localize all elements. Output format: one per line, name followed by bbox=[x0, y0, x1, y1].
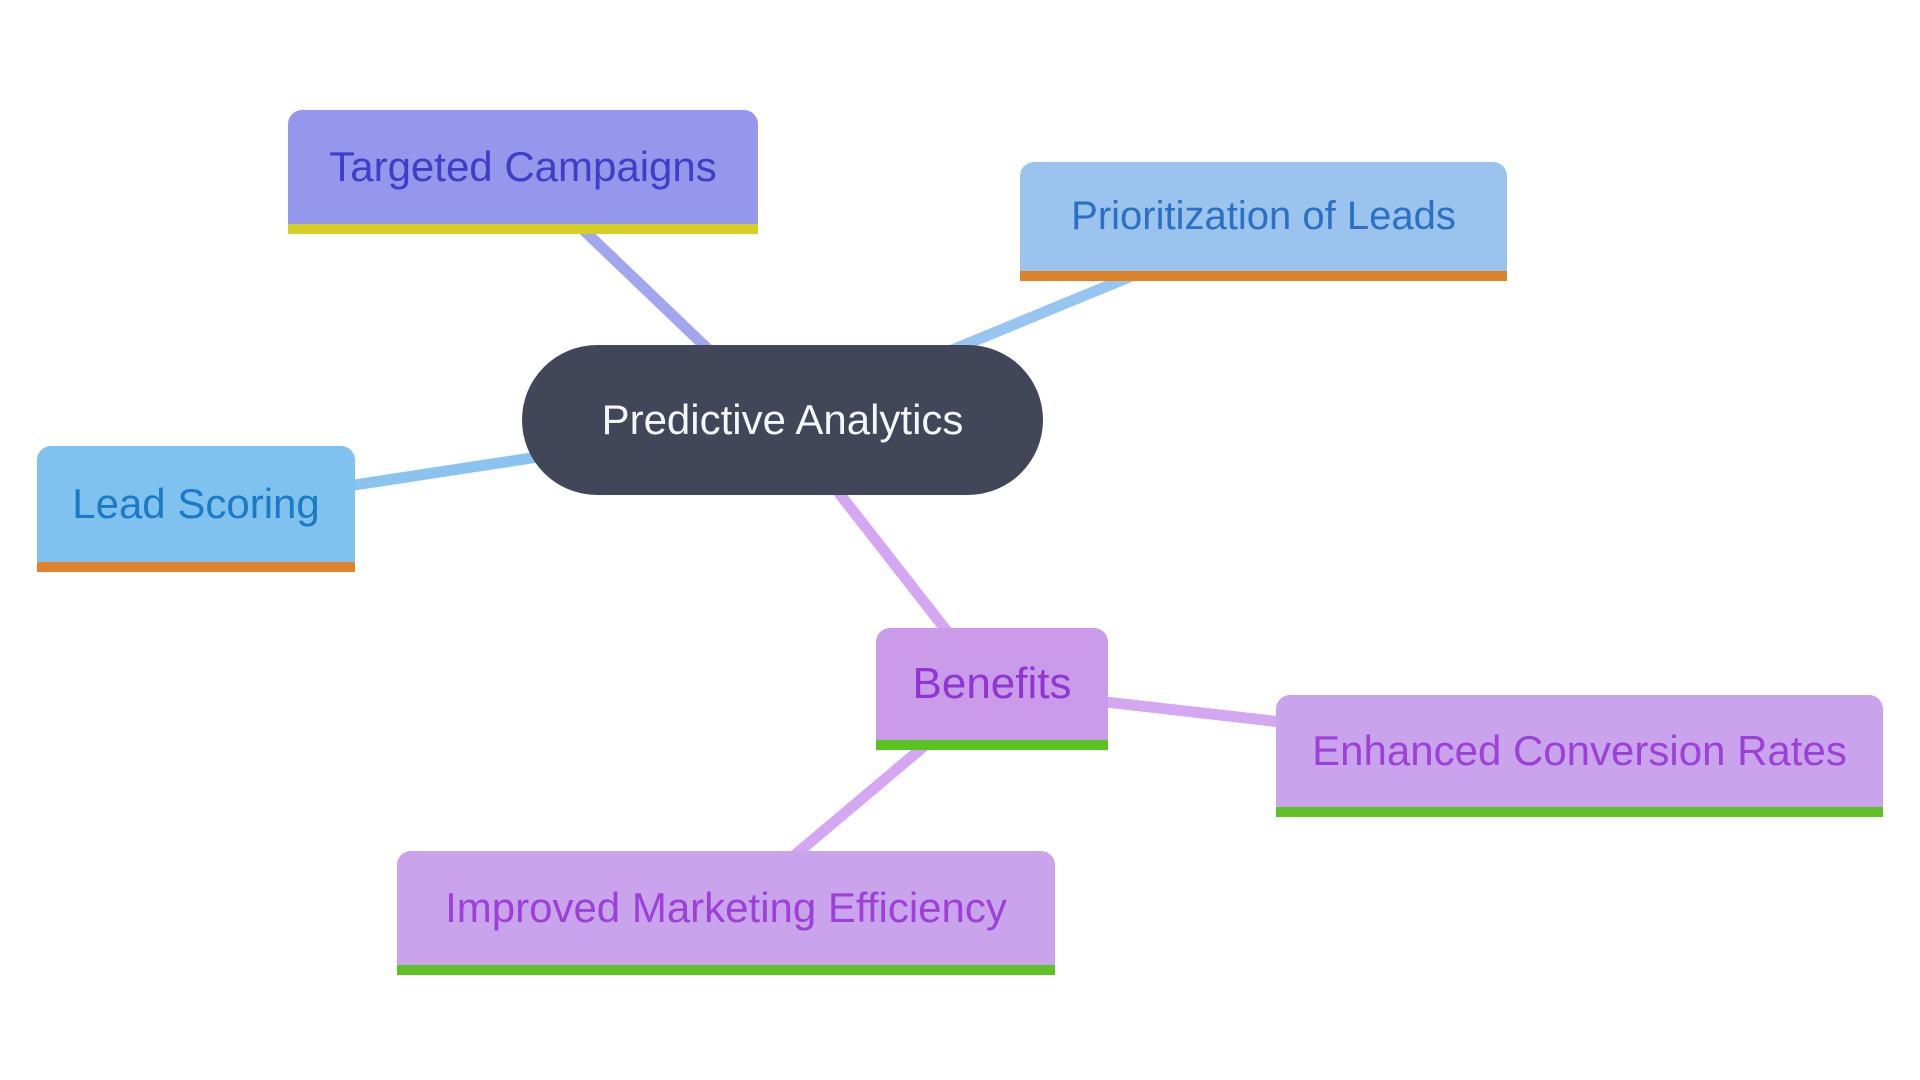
node-prioritization-of-leads-label: Prioritization of Leads bbox=[1071, 194, 1456, 238]
node-improved-marketing-efficiency-label: Improved Marketing Efficiency bbox=[445, 884, 1007, 931]
node-targeted-campaigns-label: Targeted Campaigns bbox=[329, 143, 717, 190]
node-improved-marketing-efficiency[interactable]: Improved Marketing Efficiency bbox=[397, 851, 1055, 975]
node-targeted-campaigns[interactable]: Targeted Campaigns bbox=[288, 110, 758, 234]
node-benefits-label: Benefits bbox=[912, 659, 1072, 708]
node-lead-scoring[interactable]: Lead Scoring bbox=[37, 446, 355, 572]
node-predictive-analytics[interactable]: Predictive Analytics bbox=[522, 345, 1043, 495]
node-enhanced-conversion-rates-label: Enhanced Conversion Rates bbox=[1312, 727, 1847, 774]
node-enhanced-conversion-rates[interactable]: Enhanced Conversion Rates bbox=[1276, 695, 1883, 817]
node-benefits[interactable]: Benefits bbox=[876, 628, 1108, 750]
node-predictive-analytics-label: Predictive Analytics bbox=[601, 396, 964, 443]
node-lead-scoring-label: Lead Scoring bbox=[72, 480, 320, 527]
node-prioritization-of-leads[interactable]: Prioritization of Leads bbox=[1020, 162, 1507, 281]
